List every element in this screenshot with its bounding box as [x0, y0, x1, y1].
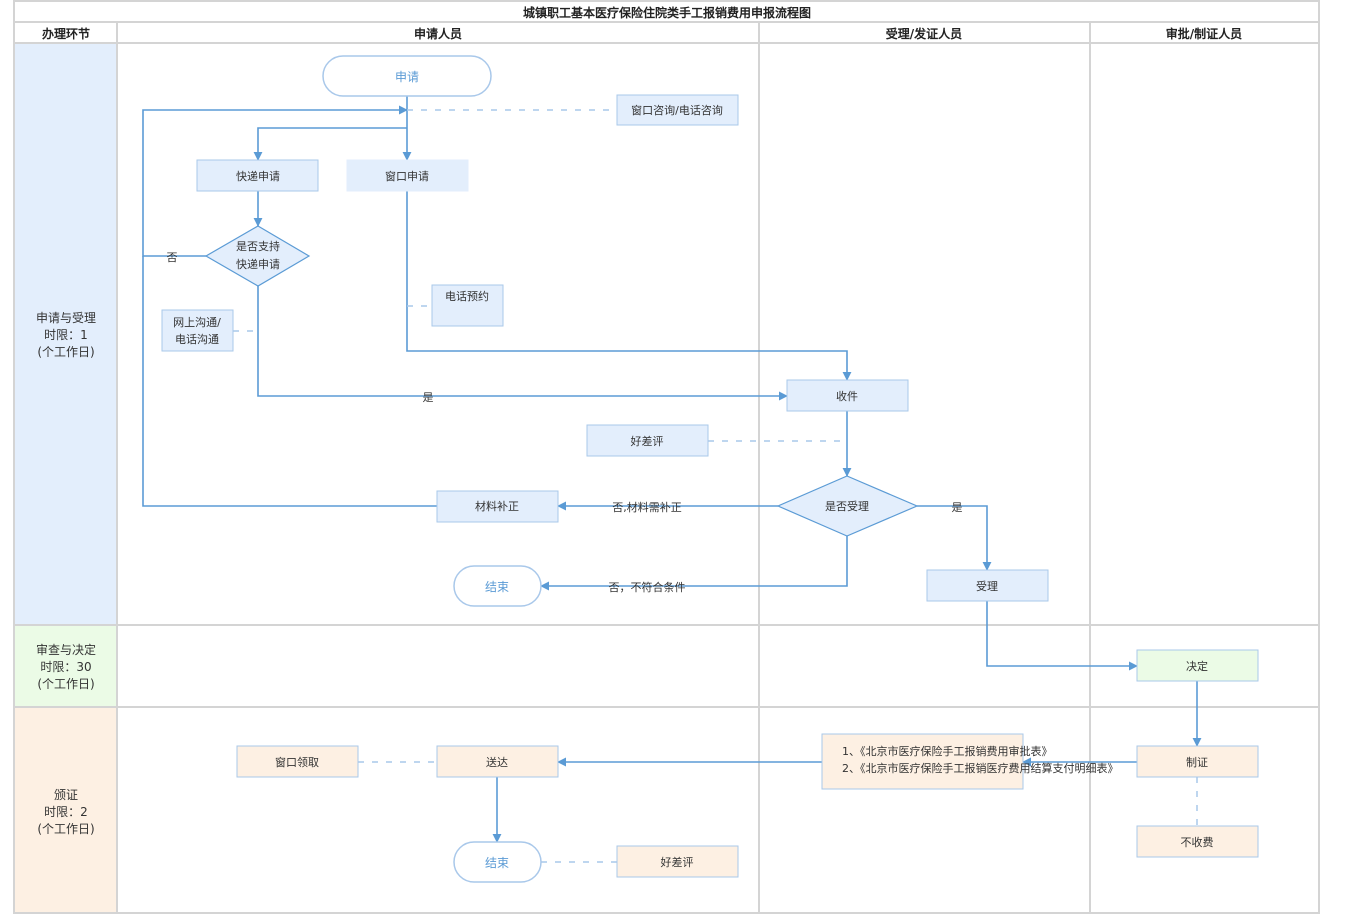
svg-text:电话沟通: 电话沟通: [175, 333, 219, 346]
edge-loop-back: [142, 105, 408, 257]
svg-text:窗口咨询/电话咨询: 窗口咨询/电话咨询: [631, 103, 723, 117]
svg-text:申请与受理: 申请与受理: [36, 311, 96, 325]
svg-text:结束: 结束: [485, 580, 509, 594]
edge-label-no-express: 否: [167, 251, 178, 264]
rating-box-2[interactable]: 好差评: [616, 845, 739, 878]
solid-connectors: [142, 96, 1202, 843]
svg-text:(个工作日): (个工作日): [37, 345, 94, 359]
svg-text:申请: 申请: [395, 70, 419, 84]
window-pickup-box[interactable]: 窗口领取: [236, 745, 359, 778]
svg-text:颁证: 颁证: [54, 787, 78, 802]
end-terminal-2[interactable]: 结束: [453, 841, 542, 883]
svg-text:结束: 结束: [485, 856, 509, 870]
column-header-receiver: 受理/发证人员: [886, 26, 962, 41]
svg-text:时限：1: 时限：1: [44, 328, 88, 342]
documents-box[interactable]: 1、《北京市医疗保险手工报销费用审批表》 2、《北京市医疗保险手工报销医疗费用结…: [821, 733, 1119, 790]
column-header-applicant: 申请人员: [414, 26, 462, 41]
edge-check-yes: [257, 286, 788, 401]
svg-text:好差评: 好差评: [661, 855, 694, 869]
edge-label-no-supplement: 否,材料需补正: [612, 500, 682, 514]
edge-accept-yes: [917, 505, 992, 571]
svg-text:窗口申请: 窗口申请: [385, 169, 429, 183]
svg-text:电话预约: 电话预约: [445, 290, 489, 303]
swimlane-grid: [13, 0, 1320, 914]
edge-accept-no-end: [540, 536, 848, 591]
end-terminal-1[interactable]: 结束: [453, 565, 542, 607]
svg-text:制证: 制证: [1186, 756, 1208, 769]
phase-apply-cell: [15, 43, 117, 625]
svg-text:快递申请: 快递申请: [236, 169, 280, 183]
supplement-box[interactable]: 材料补正: [436, 490, 559, 523]
column-header-approver: 审批/制证人员: [1166, 26, 1242, 41]
accept-box[interactable]: 受理: [926, 569, 1049, 602]
svg-text:网上沟通/: 网上沟通/: [173, 316, 221, 329]
phone-booking-box[interactable]: 电话预约: [431, 284, 504, 327]
svg-text:是否支持: 是否支持: [236, 239, 280, 253]
express-check-decision[interactable]: 是否支持 快递申请: [204, 225, 311, 287]
accept-check-decision[interactable]: 是否受理: [776, 475, 919, 537]
decide-box[interactable]: 决定: [1136, 649, 1259, 682]
phase-review-cell: [15, 625, 117, 707]
page-title: 城镇职工基本医疗保险住院类手工报销费用申报流程图: [523, 5, 811, 20]
online-comm-box[interactable]: 网上沟通/ 电话沟通: [161, 309, 234, 352]
svg-text:收件: 收件: [836, 389, 858, 403]
edge-supplement-back: [142, 256, 437, 507]
svg-text:决定: 决定: [1186, 659, 1208, 673]
edge-label-yes-express: 是: [423, 391, 434, 404]
edge-label-yes-accept: 是: [952, 501, 963, 514]
phase-issue-cell: [15, 707, 117, 913]
receive-box[interactable]: 收件: [786, 379, 909, 412]
rating-box-1[interactable]: 好差评: [586, 424, 709, 457]
deliver-box[interactable]: 送达: [436, 745, 559, 778]
svg-text:(个工作日): (个工作日): [37, 822, 94, 836]
make-cert-box[interactable]: 制证: [1136, 745, 1259, 778]
svg-text:快递申请: 快递申请: [236, 257, 280, 271]
phase-label-issue: 颁证 时限：2 (个工作日): [37, 787, 94, 836]
svg-text:时限：2: 时限：2: [44, 805, 88, 819]
svg-text:材料补正: 材料补正: [475, 499, 519, 513]
svg-text:窗口领取: 窗口领取: [275, 755, 319, 769]
no-fee-box[interactable]: 不收费: [1136, 825, 1259, 858]
svg-text:(个工作日): (个工作日): [37, 677, 94, 691]
svg-text:2、《北京市医疗保险手工报销医疗费用结算支付明细表》: 2、《北京市医疗保险手工报销医疗费用结算支付明细表》: [842, 761, 1119, 775]
phase-label-apply: 申请与受理 时限：1 (个工作日): [36, 311, 96, 359]
svg-text:受理: 受理: [976, 580, 998, 593]
phase-label-review: 审查与决定 时限：30 (个工作日): [36, 642, 96, 691]
edge-label-no-ineligible: 否，不符合条件: [609, 580, 686, 594]
consult-box[interactable]: 窗口咨询/电话咨询: [616, 94, 739, 126]
svg-text:不收费: 不收费: [1181, 835, 1214, 849]
edge-accept-to-decide: [986, 601, 1138, 671]
svg-text:送达: 送达: [486, 755, 508, 769]
svg-text:时限：30: 时限：30: [40, 660, 91, 674]
edge-to-express: [253, 127, 407, 161]
svg-text:1、《北京市医疗保险手工报销费用审批表》: 1、《北京市医疗保险手工报销费用审批表》: [842, 744, 1053, 758]
edge-window-to-receive: [406, 191, 852, 381]
dashed-connectors: [233, 109, 1198, 863]
window-apply-box[interactable]: 窗口申请: [346, 159, 469, 192]
start-terminal[interactable]: 申请: [322, 55, 492, 97]
column-header-stage: 办理环节: [42, 26, 90, 41]
svg-text:好差评: 好差评: [631, 434, 664, 448]
svg-text:审查与决定: 审查与决定: [36, 642, 96, 657]
svg-text:是否受理: 是否受理: [825, 500, 869, 513]
express-apply-box[interactable]: 快递申请: [196, 159, 319, 192]
